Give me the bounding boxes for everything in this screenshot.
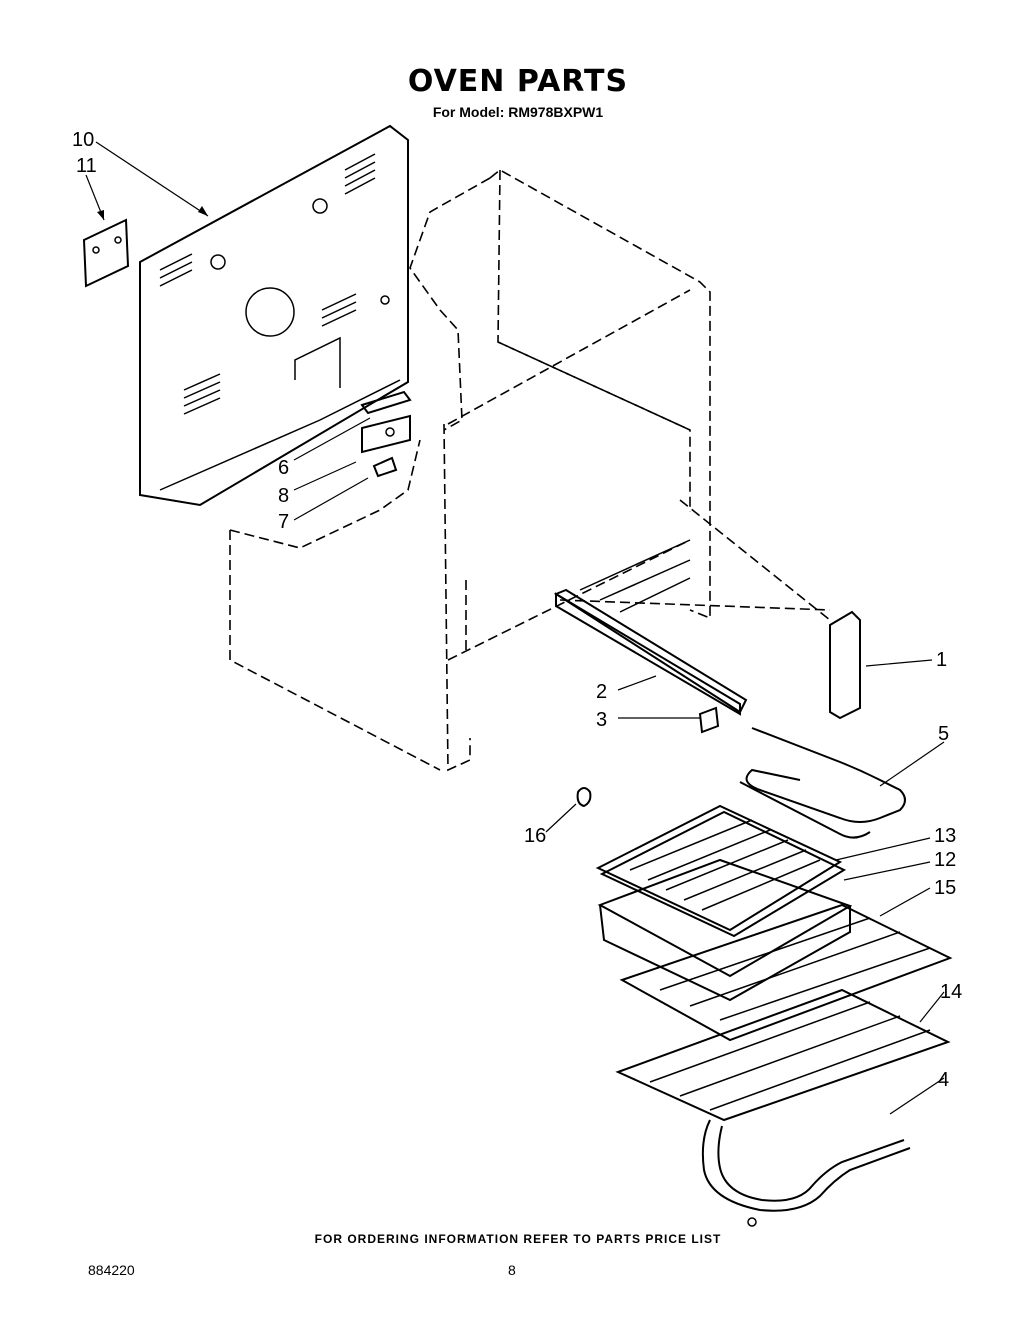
callout-13: 13 <box>934 825 956 847</box>
broil-pan-and-grid <box>595 804 853 1002</box>
callout-6: 6 <box>278 457 289 479</box>
vent-slots <box>159 153 376 415</box>
oven-back-panel <box>139 124 409 507</box>
bake-element <box>701 1119 911 1227</box>
callout-12: 12 <box>934 849 956 871</box>
cabinet-frame-outline <box>229 169 831 772</box>
callout-11: 11 <box>76 155 97 177</box>
rail-and-side-bracket <box>553 539 861 734</box>
oven-racks <box>615 903 953 1122</box>
callout-labels: 10 11 6 8 7 1 2 3 5 16 13 12 15 14 4 <box>72 129 962 1091</box>
cover-plate <box>82 218 130 288</box>
callout-3: 3 <box>596 709 607 731</box>
model-line: For Model: RM978BXPW1 <box>432 104 604 120</box>
callout-7: 7 <box>278 511 289 533</box>
document-number: 884220 <box>88 1262 135 1278</box>
broil-pan-runners <box>579 539 691 613</box>
page-title: OVEN PARTS <box>407 64 629 99</box>
callout-16: 16 <box>524 825 546 847</box>
bracket-parts <box>360 390 412 478</box>
ordering-note: FOR ORDERING INFORMATION REFER TO PARTS … <box>314 1232 722 1246</box>
callout-5: 5 <box>938 723 949 745</box>
callout-1: 1 <box>936 649 947 671</box>
callout-4: 4 <box>938 1069 949 1091</box>
broil-element <box>739 727 906 839</box>
callout-8: 8 <box>278 485 289 507</box>
callout-2: 2 <box>596 681 607 703</box>
leader-lines <box>85 141 945 1115</box>
clip-part <box>576 787 592 808</box>
callout-15: 15 <box>934 877 956 899</box>
callout-14: 14 <box>940 981 962 1003</box>
callout-10: 10 <box>72 129 94 151</box>
page-number: 8 <box>508 1262 516 1278</box>
